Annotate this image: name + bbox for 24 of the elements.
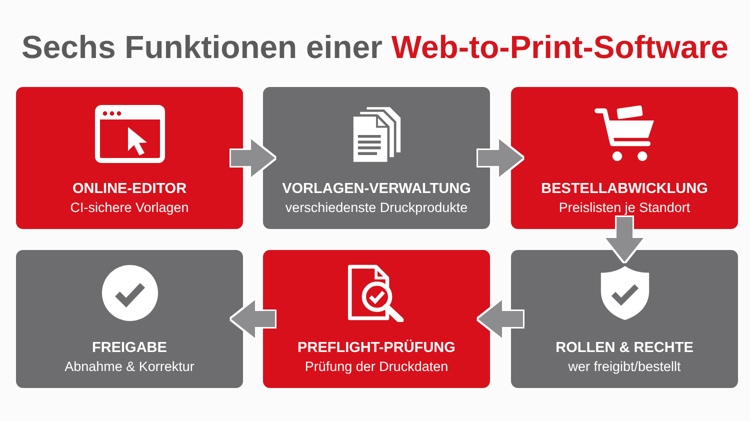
arrow [478, 139, 523, 177]
arrow [231, 300, 275, 338]
card-title: ROLLEN & RECHTE [556, 339, 694, 357]
arrow [231, 139, 275, 177]
card-subtitle: Prüfung der Druckdaten [304, 359, 448, 375]
process-card [16, 87, 243, 229]
card-title: VORLAGEN-VERWALTUNG [282, 180, 471, 198]
card-subtitle: Abnahme & Korrektur [64, 359, 194, 375]
card-title: ONLINE-EDITOR [72, 180, 187, 198]
card-subtitle: wer freigibt/bestellt [568, 359, 681, 375]
card-subtitle: Preislisten je Standort [558, 200, 690, 216]
process-card [263, 250, 490, 388]
card-title: FREIGABE [92, 339, 167, 357]
card-title: BESTELLABWICKLUNG [541, 180, 708, 198]
process-card [511, 87, 738, 229]
card-title: PREFLIGHT-PRÜFUNG [298, 339, 456, 357]
card-subtitle: verschiedenste Druckprodukte [285, 200, 468, 216]
card-subtitle: CI-sichere Vorlagen [70, 200, 189, 216]
diagram-title: Sechs Funktionen einer Web-to-Print-Software [20, 29, 730, 65]
arrow [606, 217, 644, 262]
process-card [263, 87, 490, 229]
process-card [16, 250, 243, 388]
process-card [511, 250, 738, 388]
arrow [478, 300, 523, 338]
